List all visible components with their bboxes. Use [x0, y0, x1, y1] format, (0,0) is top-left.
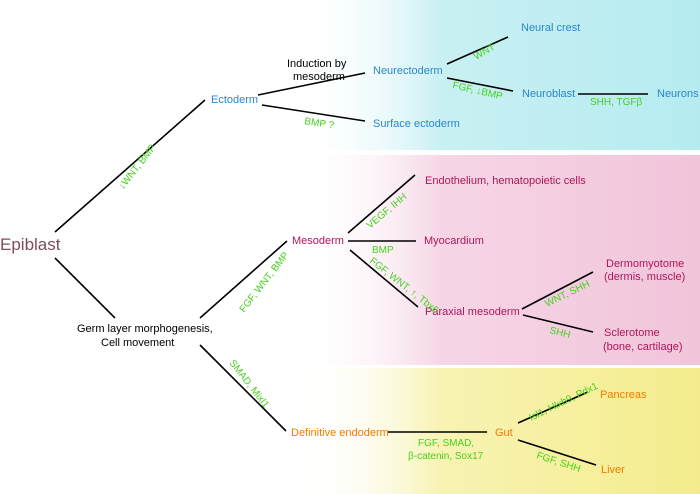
node-germ-line2: Cell movement [101, 337, 174, 349]
endoderm-band [300, 368, 700, 494]
node-liver: Liver [601, 464, 625, 476]
line-gut-pancreas [517, 391, 589, 424]
node-dermo-line2: (dermis, muscle) [604, 271, 685, 283]
node-neurectoderm: Neurectoderm [373, 65, 443, 77]
node-epiblast: Epiblast [0, 235, 61, 254]
connector-lines [54, 36, 648, 466]
signal-bmp-q: BMP ? [304, 116, 336, 132]
signal-wnt-bmp: ↓WNT, BMP [117, 142, 159, 191]
line-gut-liver [517, 439, 597, 466]
node-sclero-line1: Sclerotome [604, 327, 660, 339]
line-paraxial-dermo [521, 271, 594, 310]
node-paraxial: Paraxial mesoderm [425, 306, 520, 318]
node-ectoderm: Ectoderm [211, 94, 258, 106]
node-mesoderm: Mesoderm [292, 235, 344, 247]
node-surface-ectoderm: Surface ectoderm [373, 118, 460, 130]
node-pancreas: Pancreas [600, 389, 647, 401]
signal-bcat-sox17: β-catenin, Sox17 [408, 451, 484, 462]
line-germ-mesoderm [199, 240, 288, 319]
signal-smad-mixl1: SMAD, Mixl1 [227, 358, 272, 411]
node-labels: Epiblast Ectoderm Induction by mesoderm … [0, 22, 699, 476]
ectoderm-band [300, 0, 700, 150]
node-neural-crest: Neural crest [521, 22, 580, 34]
node-gut: Gut [495, 427, 513, 439]
line-ectoderm-surface [261, 104, 366, 122]
mesoderm-band [300, 155, 700, 365]
line-ectoderm-neurectoderm [257, 72, 366, 96]
node-neuroblast: Neuroblast [522, 88, 575, 100]
line-germ-endoderm [199, 344, 287, 432]
line-neurectoderm-neuroblast [446, 77, 514, 92]
line-epiblast-germ [54, 257, 116, 319]
signal-bmp: BMP [372, 245, 394, 256]
signal-shh: SHH [548, 325, 571, 341]
node-sclero-line2: (bone, cartilage) [603, 341, 683, 353]
node-germ-line1: Germ layer morphogenesis, [77, 323, 213, 335]
line-mesoderm-paraxial [349, 249, 419, 308]
line-paraxial-sclero [522, 314, 594, 333]
node-neurons: Neurons [657, 88, 699, 100]
line-epiblast-ectoderm [54, 99, 206, 233]
signal-fgf-smad: FGF, SMAD, [418, 438, 474, 449]
node-induction-line1: Induction by [287, 58, 347, 70]
line-neurectoderm-neuralcrest [446, 36, 509, 65]
signal-shh-tgf: SHH, TGFβ [590, 97, 642, 108]
node-definitive-endoderm: Definitive endoderm [291, 427, 389, 439]
node-induction-line2: mesoderm [293, 71, 345, 83]
node-endothelium: Endothelium, hematopoietic cells [425, 175, 586, 187]
line-mesoderm-endothelium [347, 174, 416, 234]
node-myocardium: Myocardium [424, 235, 484, 247]
node-dermo-line1: Dermomyotome [606, 258, 684, 270]
